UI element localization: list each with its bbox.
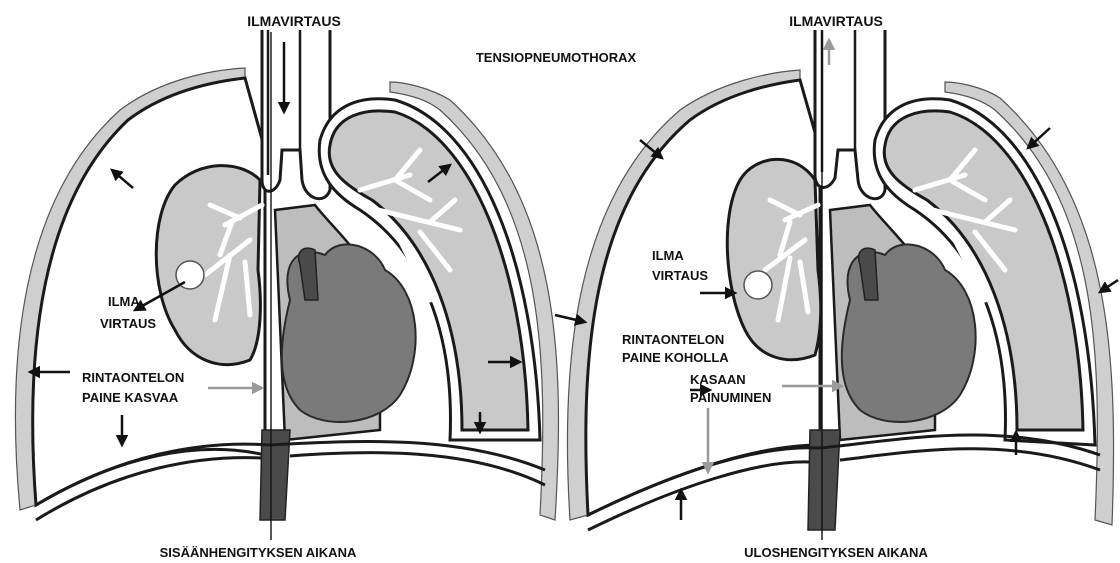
right-caption: ULOSHENGITYKSEN AIKANA	[744, 545, 928, 560]
right-pressure-label-2: PAINE KOHOLLA	[622, 350, 729, 365]
right-lung-arrow-side	[1100, 280, 1118, 292]
left-air-flow-label-2: VIRTAUS	[100, 316, 156, 331]
left-trachea	[262, 30, 330, 199]
right-panel: ILMAVIRTAUS ILMA VIRTAUS RINTAONTELON PA…	[555, 13, 1118, 560]
left-air-flow-label-1: ILMA	[108, 294, 140, 309]
right-air-flow-label-1: ILMA	[652, 248, 684, 263]
left-pressure-label-1: RINTAONTELON	[82, 370, 184, 385]
right-air-flow-label-2: VIRTAUS	[652, 268, 708, 283]
diagram-title: TENSIOPNEUMOTHORAX	[476, 50, 637, 65]
right-collapse-label-2: PAINUMINEN	[690, 390, 771, 405]
left-caption: SISÄÄNHENGITYKSEN AIKANA	[160, 545, 357, 560]
right-air-leak-hole	[744, 271, 772, 299]
left-pressure-label-2: PAINE KASVAA	[82, 390, 179, 405]
right-collapse-label-1: KASAAN	[690, 372, 746, 387]
right-trachea	[815, 30, 885, 199]
right-pressure-label-1: RINTAONTELON	[622, 332, 724, 347]
right-airflow-label: ILMAVIRTAUS	[789, 13, 883, 29]
left-airflow-label: ILMAVIRTAUS	[247, 13, 341, 29]
left-panel: ILMAVIRTAUS ILMA VIRTAUS RINTAONTELON PA…	[15, 13, 558, 560]
